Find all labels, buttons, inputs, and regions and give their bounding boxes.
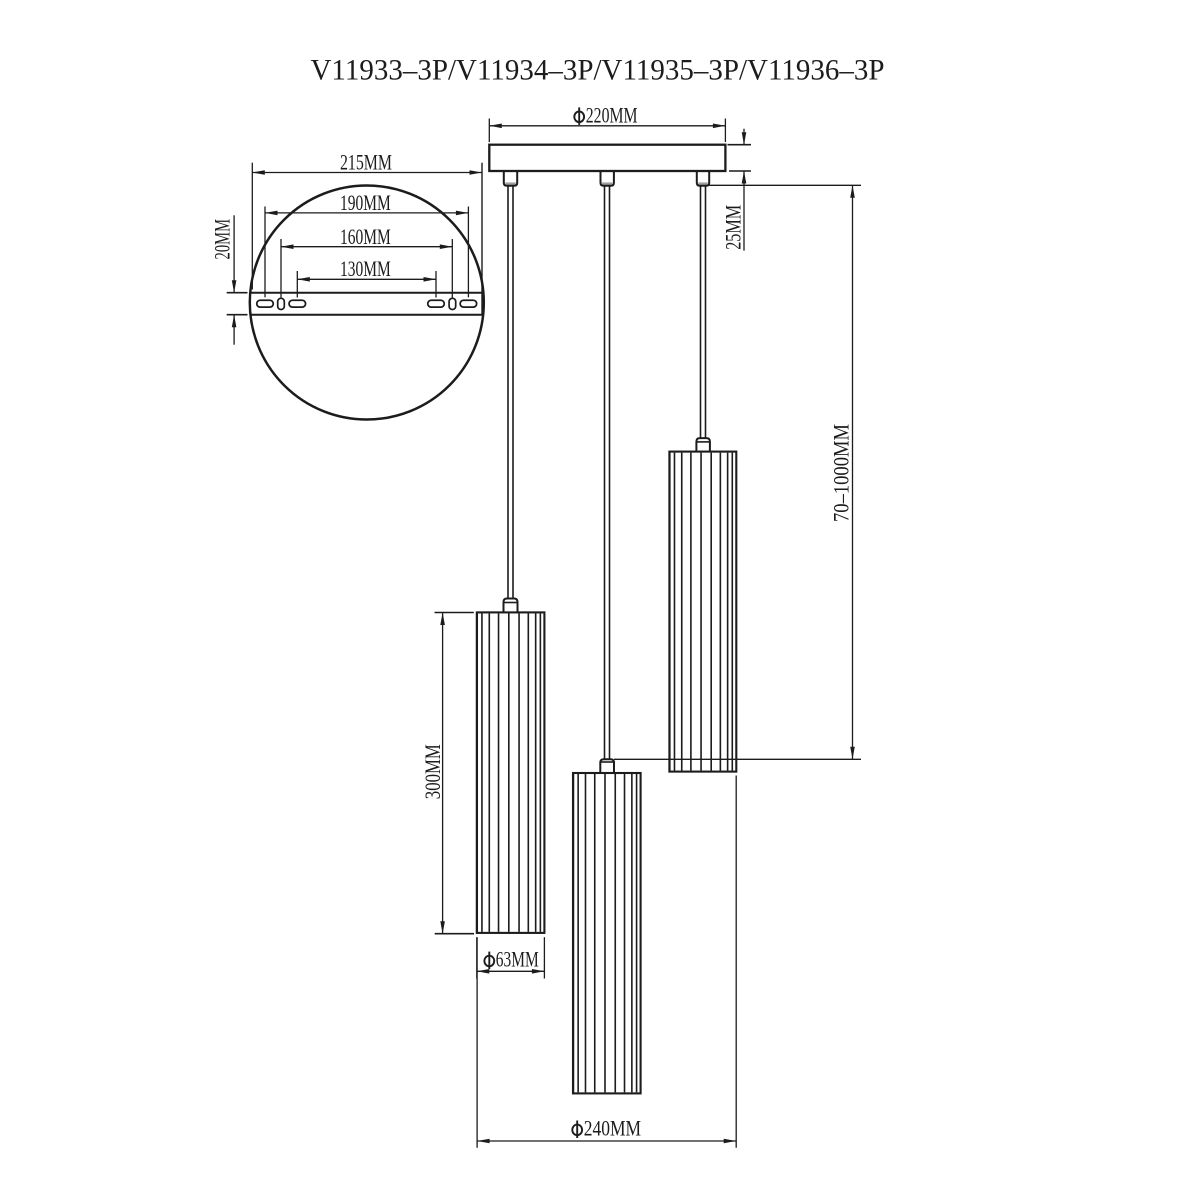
- svg-text:V11933–3P/V11934–3P/V11935–3P/: V11933–3P/V11934–3P/V11935–3P/V11936–3P: [311, 54, 885, 87]
- svg-text:70–1000MM: 70–1000MM: [828, 424, 853, 522]
- svg-text:20MM: 20MM: [210, 219, 235, 260]
- svg-text:215MM: 215MM: [340, 149, 392, 174]
- svg-text:190MM: 190MM: [340, 190, 391, 215]
- svg-text:63MM: 63MM: [496, 947, 539, 972]
- svg-text:160MM: 160MM: [340, 224, 391, 249]
- svg-text:240MM: 240MM: [584, 1115, 641, 1140]
- svg-text:25MM: 25MM: [721, 205, 746, 250]
- svg-text:300MM: 300MM: [420, 744, 445, 799]
- svg-text:220MM: 220MM: [586, 102, 638, 127]
- svg-text:130MM: 130MM: [340, 256, 391, 281]
